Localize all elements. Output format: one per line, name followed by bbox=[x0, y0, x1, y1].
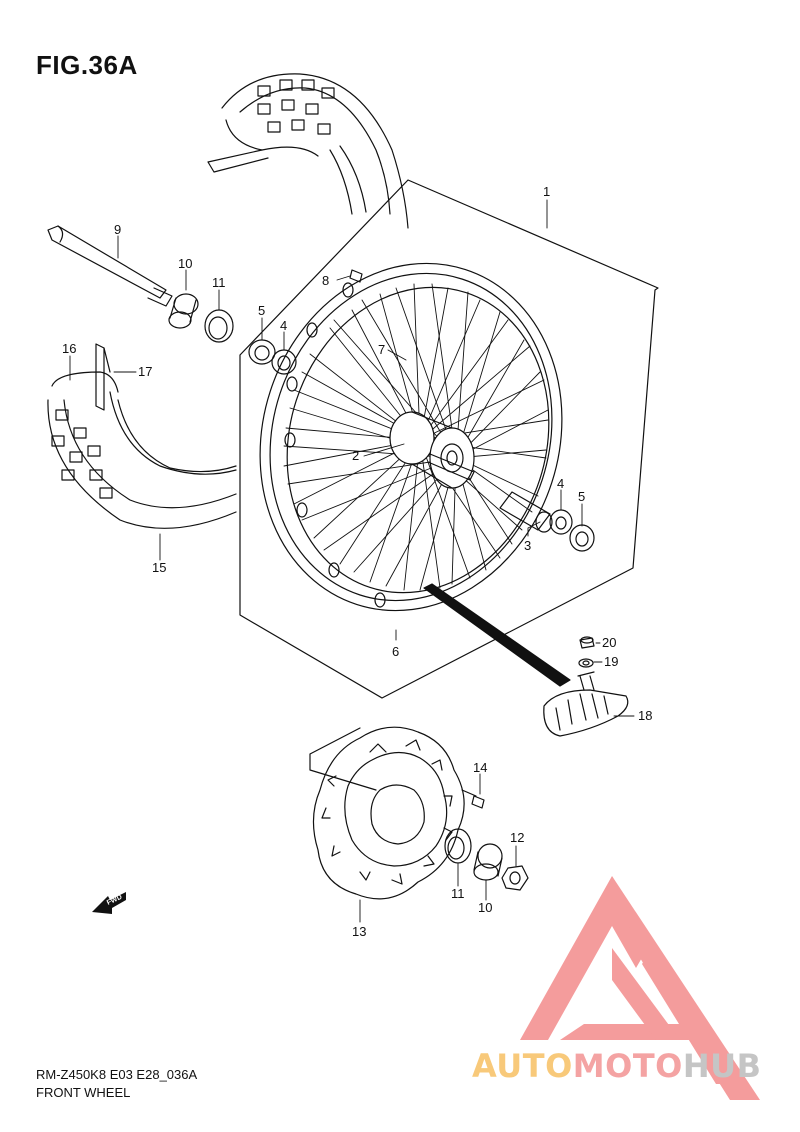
callout-14: 14 bbox=[473, 760, 487, 775]
callout-20: 20 bbox=[602, 635, 616, 650]
wheel-spacer bbox=[499, 491, 553, 533]
axle-nut bbox=[501, 865, 529, 891]
oil-seal-top bbox=[204, 309, 234, 343]
disc-sub-box bbox=[309, 727, 377, 791]
callout-3: 3 bbox=[524, 538, 531, 553]
disc-bolt bbox=[461, 789, 485, 809]
leader-lines bbox=[69, 199, 635, 923]
wheel-rim bbox=[259, 262, 563, 612]
watermark-text-moto: MOTO bbox=[572, 1047, 683, 1085]
callout-13: 13 bbox=[352, 924, 366, 939]
fwd-arrow: FWD bbox=[92, 892, 126, 914]
spoke-nipple bbox=[349, 269, 363, 283]
callout-8: 8 bbox=[322, 273, 329, 288]
callout-10-bottom: 10 bbox=[478, 900, 492, 915]
model-code: RM-Z450K8 E03 E28_036A bbox=[36, 1067, 198, 1082]
axle-collar bbox=[168, 293, 199, 329]
callout-4-right: 4 bbox=[557, 476, 564, 491]
callout-19: 19 bbox=[604, 654, 618, 669]
callout-4-left: 4 bbox=[280, 318, 287, 333]
dust-seal-left bbox=[248, 339, 276, 365]
tube-pointer bbox=[423, 583, 571, 687]
callout-11-bottom: 11 bbox=[451, 886, 465, 901]
wheel-hub bbox=[389, 411, 475, 489]
tire-left bbox=[47, 343, 237, 529]
bearing-right bbox=[549, 509, 573, 535]
spokes bbox=[283, 283, 549, 591]
callout-2: 2 bbox=[352, 448, 359, 463]
callout-18: 18 bbox=[638, 708, 652, 723]
watermark-text-auto: AUTO bbox=[472, 1047, 573, 1085]
assembly-name: FRONT WHEEL bbox=[36, 1085, 131, 1100]
axle bbox=[47, 225, 173, 307]
callout-17: 17 bbox=[138, 364, 152, 379]
collar-bottom bbox=[473, 843, 503, 881]
callout-12: 12 bbox=[510, 830, 524, 845]
watermark-logo bbox=[520, 876, 760, 1100]
oil-seal-bottom bbox=[444, 828, 472, 864]
callout-11-top: 11 bbox=[212, 275, 226, 290]
watermark-text-hub: HUB bbox=[682, 1047, 762, 1085]
callout-9: 9 bbox=[114, 222, 121, 237]
callout-16: 16 bbox=[62, 341, 76, 356]
valve-washer bbox=[578, 658, 594, 668]
bearing-left bbox=[271, 349, 297, 375]
brake-disc bbox=[312, 726, 465, 900]
figure-title: FIG.36A bbox=[36, 50, 138, 80]
callout-7: 7 bbox=[378, 342, 385, 357]
callout-1: 1 bbox=[543, 184, 550, 199]
watermark-text: AUTOMOTOHUB bbox=[472, 1047, 762, 1085]
callout-5-left: 5 bbox=[258, 303, 265, 318]
tire-top bbox=[207, 73, 409, 229]
callout-6: 6 bbox=[392, 644, 399, 659]
callout-10-top: 10 bbox=[178, 256, 192, 271]
callout-numbers: 1 9 10 11 8 5 4 16 17 7 2 4 5 3 15 6 20 … bbox=[62, 184, 652, 939]
valve-nut bbox=[579, 636, 595, 649]
assembly-box-outline bbox=[239, 179, 659, 699]
callout-5-right: 5 bbox=[578, 489, 585, 504]
callout-15: 15 bbox=[152, 560, 166, 575]
dust-seal-right bbox=[569, 524, 595, 552]
